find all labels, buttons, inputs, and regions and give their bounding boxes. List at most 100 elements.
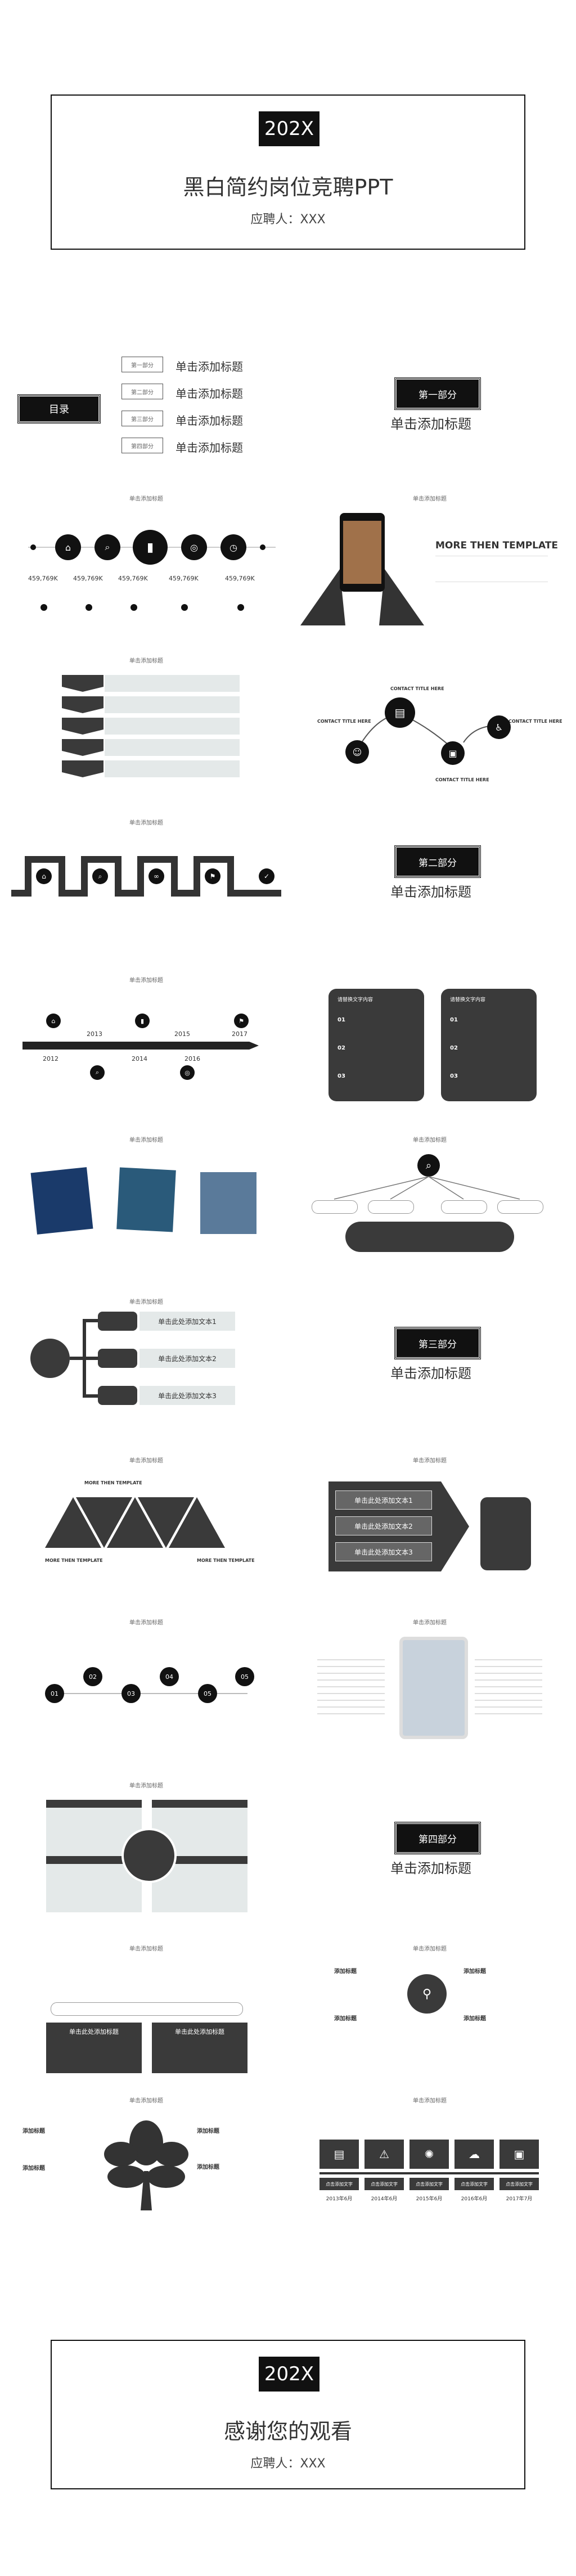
- org-chart-slide: 单击添加标题 ⌕: [295, 1132, 565, 1261]
- org-summary: [345, 1222, 514, 1252]
- tree-slide: 单击添加标题 添加标题 添加标题 添加标题 添加标题: [11, 2092, 281, 2239]
- step-circle: 04: [160, 1667, 179, 1686]
- org-connectors: [334, 1176, 520, 1200]
- year-label: 2013: [87, 1030, 102, 1038]
- stat-value: 459,769K: [225, 575, 255, 582]
- chevron-block: [62, 739, 104, 756]
- step-path-slide: 单击添加标题 ⌂ ⌕ ∞ ⚑ ✓: [11, 814, 281, 944]
- step-circle: 01: [45, 1684, 64, 1703]
- branch-tag: [98, 1386, 137, 1405]
- tree-graphic: [104, 2120, 188, 2210]
- toc-tag: 第二部分: [122, 384, 163, 399]
- toc-text: 单击添加标题: [176, 414, 243, 427]
- printer-icon: ▣: [500, 2140, 539, 2169]
- phone-text-block: [435, 582, 548, 599]
- date-caption: 点击添加文字: [410, 2178, 449, 2190]
- end-subtitle: 应聘人：XXX: [250, 2457, 326, 2471]
- slide-caption: 单击添加标题: [129, 1458, 163, 1464]
- section-3-slide: 第三部分 单击添加标题: [295, 1294, 565, 1429]
- clock-icon: ◷: [220, 534, 246, 560]
- cover-slide: 202X 黑白简约岗位竞聘PPT 应聘人：XXX: [51, 94, 525, 250]
- date-caption: 点击添加文字: [500, 2178, 539, 2190]
- toc-label: 目录: [17, 394, 101, 424]
- slide-caption: 单击添加标题: [413, 2098, 447, 2104]
- triangle-row: [45, 1497, 225, 1548]
- add-title: 添加标题: [334, 2016, 357, 2022]
- step-circle-end: 05: [235, 1667, 254, 1686]
- stat-dot: [181, 604, 188, 611]
- tablet-slide: 单击添加标题: [295, 1614, 565, 1749]
- end-title: 感谢您的观看: [223, 2419, 352, 2444]
- panel-bullet: 03: [450, 1073, 458, 1079]
- steps-line: [45, 1693, 248, 1694]
- arrow-item[interactable]: 单击此处添加文本1: [335, 1490, 432, 1510]
- text-row: [105, 675, 240, 692]
- search-icon: ⌕: [417, 1154, 440, 1177]
- check-icon: ✓: [259, 868, 274, 884]
- bulb-icon: ✺: [410, 2140, 449, 2169]
- section-label: 第二部分: [394, 845, 481, 878]
- stats-slide: 单击添加标题 ⌂ ⌕ ▮ ◎ ◷ 459,769K 459,769K 459,7…: [11, 490, 281, 642]
- slide-caption: 单击添加标题: [413, 1458, 447, 1464]
- cloud-icon: ☁: [454, 2140, 494, 2169]
- section-label: 第一部分: [394, 377, 481, 410]
- year-label: 2016: [184, 1055, 200, 1062]
- end-badge: 202X: [259, 2357, 320, 2392]
- toc-tag: 第三部分: [122, 411, 163, 426]
- date-label: 2013年6月: [326, 2196, 353, 2202]
- phone-slide: 单击添加标题 MORE THEN TEMPLATE: [295, 490, 565, 642]
- phone-stand-graphic: [300, 513, 424, 625]
- block-title: 单击此处添加标题: [175, 2028, 224, 2035]
- chevron-block: [62, 718, 104, 735]
- slide-caption: 单击添加标题: [129, 2098, 163, 2104]
- slide-caption: 单击添加标题: [413, 1946, 447, 1952]
- triangle-title: MORE THEN TEMPLATE: [84, 1480, 142, 1485]
- toc-slide: 目录 第一部分 单击添加标题 第二部分 单击添加标题 第三部分 单击添加标题 第…: [11, 346, 281, 476]
- text-lines-left: [317, 1654, 385, 1715]
- stat-value: 459,769K: [169, 575, 199, 582]
- document-icon: ▤: [320, 2140, 359, 2169]
- cover-title: 黑白简约岗位竞聘PPT: [183, 175, 393, 200]
- contact-title: CONTACT TITLE HERE: [508, 719, 562, 724]
- hub-circle: [30, 1339, 70, 1378]
- photo-frame: [30, 1167, 93, 1235]
- side-box: [480, 1497, 531, 1570]
- pin-icon: ⌂: [46, 1014, 61, 1028]
- panel-right: 请替换文字内容 01 02 03: [441, 989, 537, 1101]
- year-label: 2012: [43, 1055, 58, 1062]
- stat-dot: [86, 604, 92, 611]
- year-label: 2015: [174, 1030, 190, 1038]
- contact-title: CONTACT TITLE HERE: [317, 719, 371, 724]
- text-row: [105, 760, 240, 777]
- slide-caption: 单击添加标题: [129, 1137, 163, 1143]
- contact-slide: CONTACT TITLE HERE CONTACT TITLE HERE CO…: [295, 652, 565, 793]
- org-node: [441, 1200, 487, 1214]
- search-icon: ⌕: [92, 868, 108, 884]
- target-icon: ◎: [180, 1065, 195, 1080]
- stat-value: 459,769K: [73, 575, 103, 582]
- add-title: 添加标题: [22, 2128, 45, 2134]
- phone-text-block: [435, 556, 548, 573]
- person-pin-icon: ⚲: [407, 1974, 447, 2014]
- year-label: 2017: [232, 1030, 248, 1038]
- center-icon-slide: 单击添加标题 添加标题 添加标题 添加标题 添加标题 ⚲: [295, 1940, 565, 2075]
- branch-text: 单击此处添加文本1: [140, 1312, 235, 1331]
- slide-caption: 单击添加标题: [413, 496, 447, 502]
- chevron-column: [62, 675, 104, 777]
- arrow-list-slide: 单击添加标题: [11, 652, 281, 793]
- add-title: 添加标题: [197, 2128, 219, 2134]
- step-circle: 02: [83, 1667, 102, 1686]
- arrow-item[interactable]: 单击此处添加文本2: [335, 1516, 432, 1535]
- blocks-slide: 单击添加标题 单击此处添加标题 单击此处添加标题: [11, 1940, 281, 2075]
- org-node: [497, 1200, 543, 1214]
- row-column: [105, 675, 240, 777]
- tablet-frame: [399, 1637, 468, 1739]
- section-title: 单击添加标题: [390, 884, 471, 900]
- add-title: 添加标题: [464, 1969, 486, 1975]
- cover-badge: 202X: [259, 111, 320, 146]
- date-label: 2015年6月: [416, 2196, 443, 2202]
- triangle-title: MORE THEN TEMPLATE: [45, 1558, 103, 1563]
- toc-tag: 第一部分: [122, 357, 163, 372]
- panel-bullet: 02: [450, 1045, 458, 1051]
- arrow-item[interactable]: 单击此处添加文本3: [335, 1542, 432, 1561]
